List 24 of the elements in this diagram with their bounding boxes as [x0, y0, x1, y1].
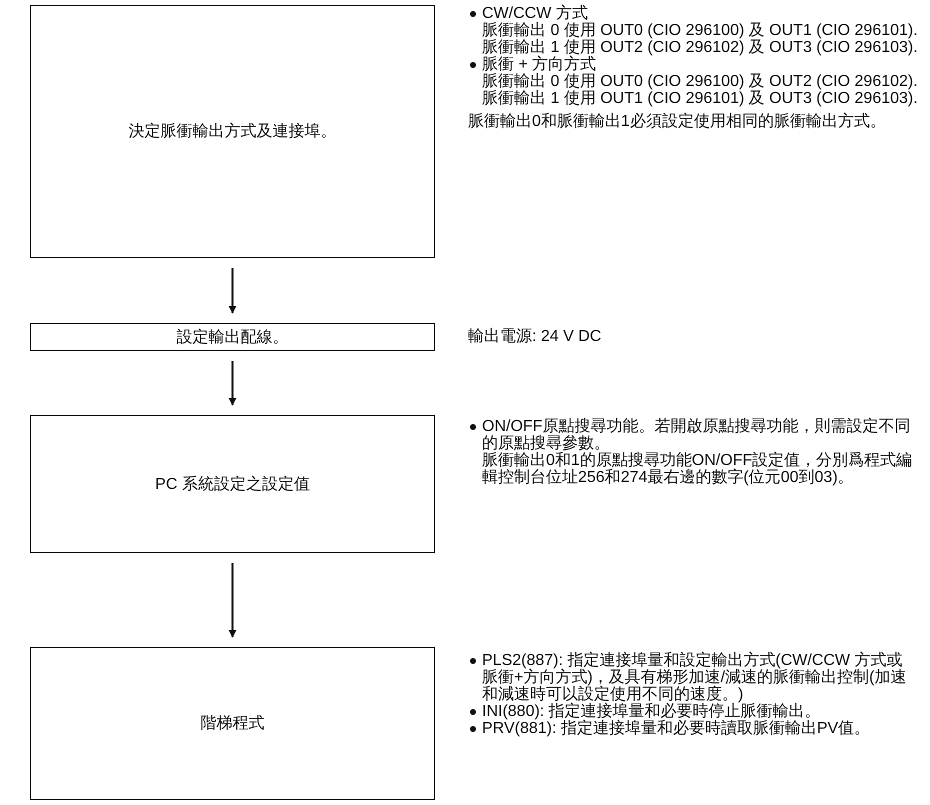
step-text: 階梯程式 [200, 714, 264, 734]
process-box [30, 323, 435, 351]
note-text: 脈衝輸出 1 使用 OUT2 (CIO 296102) 及 OUT3 (CIO 296103). [482, 39, 918, 56]
bullet-text: 脈衝 + 方向方式 [482, 56, 596, 73]
note-text: 脈衝輸出0和1的原點搜尋功能ON/OFF設定值，分別爲程式編輯控制台位址256和274最右邊的數字(位元00到03)。 [482, 452, 912, 486]
bullet-text: CW/CCW 方式 [482, 5, 588, 22]
step-text: 決定脈衝輸出方式及連接埠。 [128, 122, 336, 142]
bullet-text: PLS2(887): 指定連接埠量和設定輸出方式(CW/CCW 方式或脈衝+方向方式)，及具有梯形加速/減速的脈衝輸出控制(加速和減速時可以設定使用不同的速度。) [482, 652, 906, 703]
process-box [30, 5, 435, 258]
process-box [30, 415, 435, 553]
note-text: 脈衝輸出 0 使用 OUT0 (CIO 296100) 及 OUT1 (CIO 296101). [482, 22, 918, 39]
bullet-text: PRV(881): 指定連接埠量和必要時讀取脈衝輸出PV值。 [482, 720, 870, 737]
arrow [228, 361, 236, 406]
note-text: 脈衝輸出 1 使用 OUT1 (CIO 296101) 及 OUT3 (CIO 296103). [482, 90, 918, 107]
step-text: PC 系統設定之設定值 [155, 474, 310, 494]
bullet-text: INI(880): 指定連接埠量和必要時停止脈衝輸出。 [482, 703, 821, 720]
note-text: 輸出電源: 24 V DC [468, 328, 602, 345]
note-text: 脈衝輸出 0 使用 OUT0 (CIO 296100) 及 OUT2 (CIO 296102). [482, 73, 918, 90]
arrow [228, 563, 236, 638]
step-text: 設定輸出配線。 [176, 328, 288, 348]
note-text: 脈衝輸出0和脈衝輸出1必須設定使用相同的脈衝輸出方式。 [468, 113, 886, 130]
arrow [228, 268, 236, 314]
bullet-text: ON/OFF原點搜尋功能。若開啟原點搜尋功能，則需設定不同的原點搜尋參數。 [482, 418, 910, 452]
process-box [30, 647, 435, 800]
